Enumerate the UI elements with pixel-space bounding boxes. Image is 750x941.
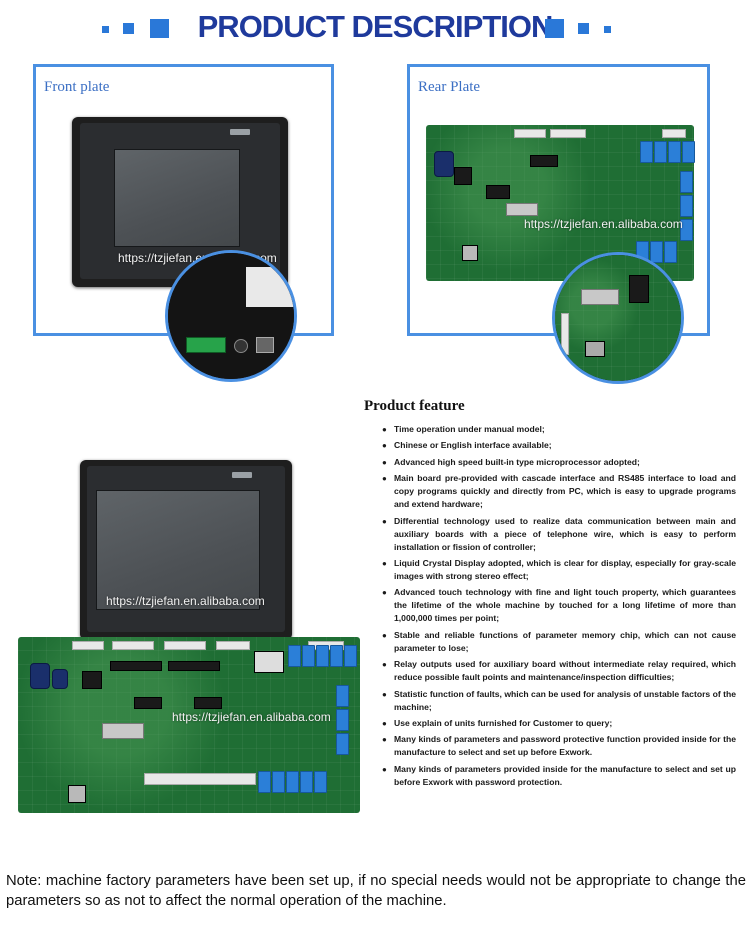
lcd-screen: [114, 149, 240, 247]
feature-item: Main board pre-provided with cascade int…: [382, 472, 736, 511]
feature-item: Many kinds of parameters and password pr…: [382, 733, 736, 759]
watermark-text: https://tzjiefan.en.alibaba.com: [106, 594, 265, 608]
feature-item: Advanced touch technology with fine and …: [382, 586, 736, 625]
decor-square-icon: [150, 19, 169, 38]
feature-item: Differential technology used to realize …: [382, 515, 736, 554]
decor-square-icon: [604, 26, 611, 33]
decor-square-icon: [102, 26, 109, 33]
decor-square-icon: [578, 23, 589, 34]
pcb-zoom-image: [552, 252, 684, 384]
rear-plate-label: Rear Plate: [418, 79, 481, 95]
watermark-text: https://tzjiefan.en.alibaba.com: [172, 710, 331, 724]
feature-item: Relay outputs used for auxiliary board w…: [382, 658, 736, 684]
decor-square-icon: [545, 19, 564, 38]
watermark-text: https://tzjiefan.en.alibaba.com: [524, 217, 683, 231]
feature-item: Liquid Crystal Display adopted, which is…: [382, 557, 736, 583]
feature-item: Chinese or English interface available;: [382, 439, 736, 452]
feature-item: Use explain of units furnished for Custo…: [382, 717, 736, 730]
feature-item: Advanced high speed built-in type microp…: [382, 456, 736, 469]
feature-item: Statistic function of faults, which can …: [382, 688, 736, 714]
brand-badge: [230, 129, 250, 135]
feature-item: Many kinds of parameters provided inside…: [382, 763, 736, 789]
section-header: PRODUCT DESCRIPTION: [0, 0, 750, 60]
hmi-device-large-image: [80, 460, 292, 640]
product-feature-heading: Product feature: [364, 398, 465, 414]
page-title: PRODUCT DESCRIPTION: [197, 9, 554, 44]
feature-list: Time operation under manual model; Chine…: [382, 423, 736, 792]
front-plate-label: Front plate: [44, 79, 110, 95]
feature-item: Time operation under manual model;: [382, 423, 736, 436]
pcb-board-large-image: [18, 637, 360, 813]
feature-item: Stable and reliable functions of paramet…: [382, 629, 736, 655]
decor-square-icon: [123, 23, 134, 34]
note-text: Note: machine factory parameters have be…: [6, 873, 746, 909]
terminal-zoom-image: [165, 250, 297, 382]
